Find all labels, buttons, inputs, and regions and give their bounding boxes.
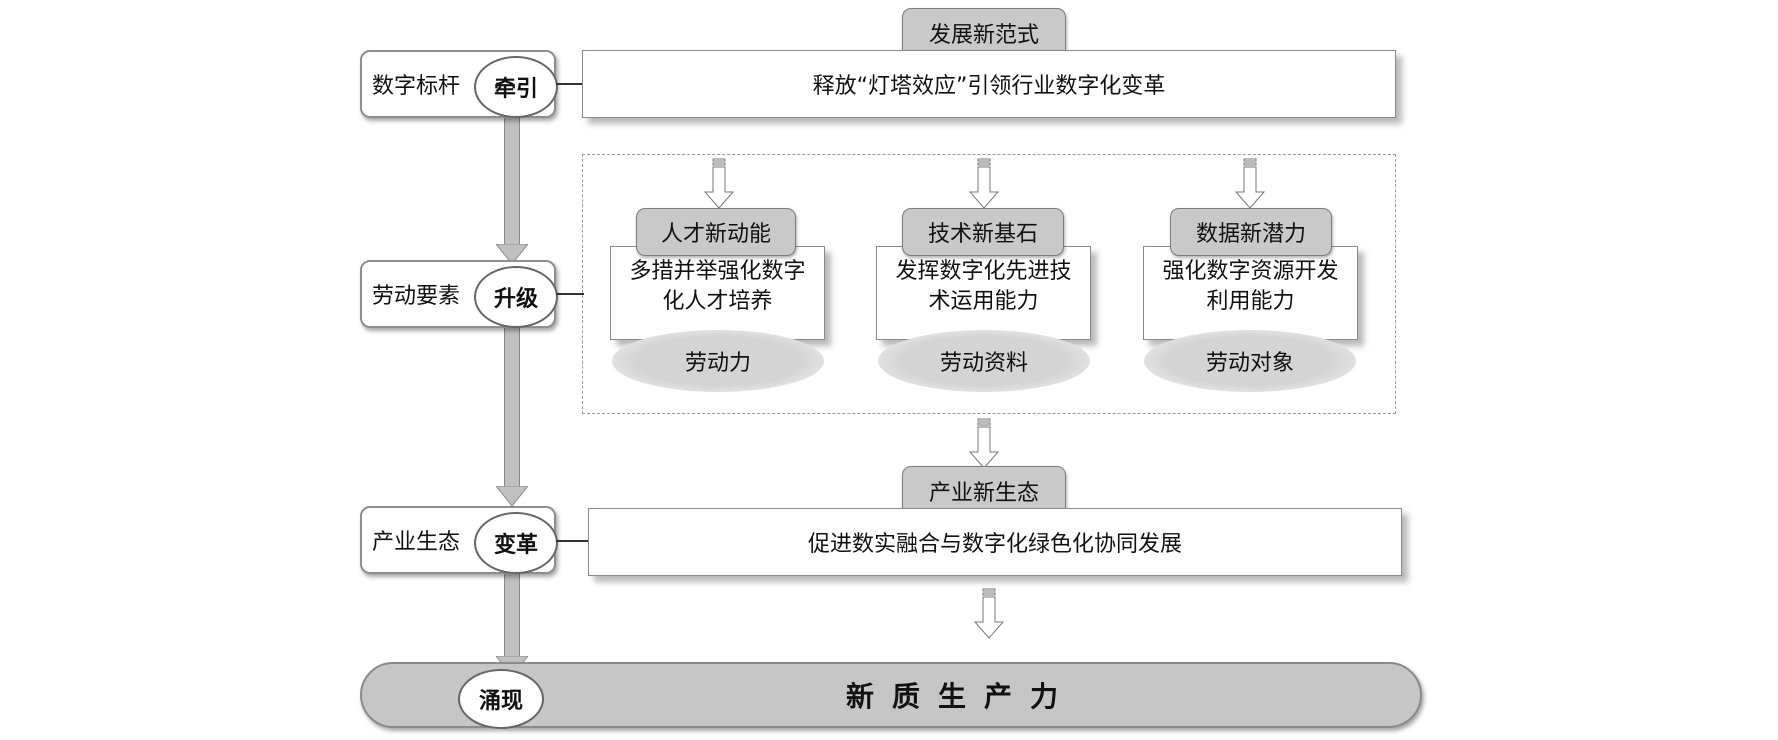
stage-label: 数字标杆 <box>372 74 461 99</box>
new-productivity-bar: 新质生产力 涌现 <box>360 662 1422 729</box>
stage-oval-label: 变革 <box>474 512 558 574</box>
data-description: 强化数字资源开发利用能力 <box>1143 246 1358 340</box>
stage-box-labor-elements: 劳动要素 升级 <box>360 260 558 328</box>
talent-description: 多措并举强化数字化人才培养 <box>610 246 825 340</box>
connector-line <box>556 293 584 295</box>
hollow-arrow-down-icon <box>969 418 999 469</box>
flow-bar-1 <box>504 116 520 246</box>
stage-oval-label: 牵引 <box>474 56 558 118</box>
connector-line <box>556 83 584 85</box>
pill-new-paradigm: 发展新范式 <box>902 8 1066 58</box>
emergence-oval-label: 涌现 <box>458 669 544 729</box>
stage-box-benchmark: 数字标杆 牵引 <box>360 50 558 118</box>
blob-labor-force: 劳动力 <box>612 330 824 392</box>
flow-bar-2 <box>504 328 520 488</box>
blob-means-of-labor: 劳动资料 <box>878 330 1090 392</box>
pill-data-potential: 数据新潜力 <box>1170 208 1332 256</box>
box-integration-development: 促进数实融合与数字化绿色化协同发展 <box>588 508 1402 576</box>
blob-object-of-labor: 劳动对象 <box>1144 330 1356 392</box>
new-productivity-title: 新质生产力 <box>845 680 1076 713</box>
stage-oval-label: 升级 <box>474 266 558 328</box>
hollow-arrow-down-icon <box>974 588 1004 639</box>
hollow-arrow-down-icon <box>969 158 999 209</box>
pill-technology-cornerstone: 技术新基石 <box>902 208 1064 256</box>
labor-elements-region <box>582 154 1396 414</box>
box-lighthouse-effect: 释放“灯塔效应”引领行业数字化变革 <box>582 50 1396 118</box>
pill-talent-momentum: 人才新动能 <box>636 208 796 256</box>
technology-description: 发挥数字化先进技术运用能力 <box>876 246 1091 340</box>
flow-arrow-down-icon <box>496 244 528 264</box>
flow-bar-3 <box>504 572 520 660</box>
pill-industrial-ecology: 产业新生态 <box>902 466 1066 516</box>
hollow-arrow-down-icon <box>1235 158 1265 209</box>
stage-box-industrial-ecology: 产业生态 变革 <box>360 506 558 574</box>
stage-label: 产业生态 <box>372 530 461 555</box>
flow-arrow-down-icon <box>496 486 528 506</box>
connector-line <box>556 540 590 542</box>
stage-label: 劳动要素 <box>372 284 461 309</box>
hollow-arrow-down-icon <box>704 158 734 209</box>
